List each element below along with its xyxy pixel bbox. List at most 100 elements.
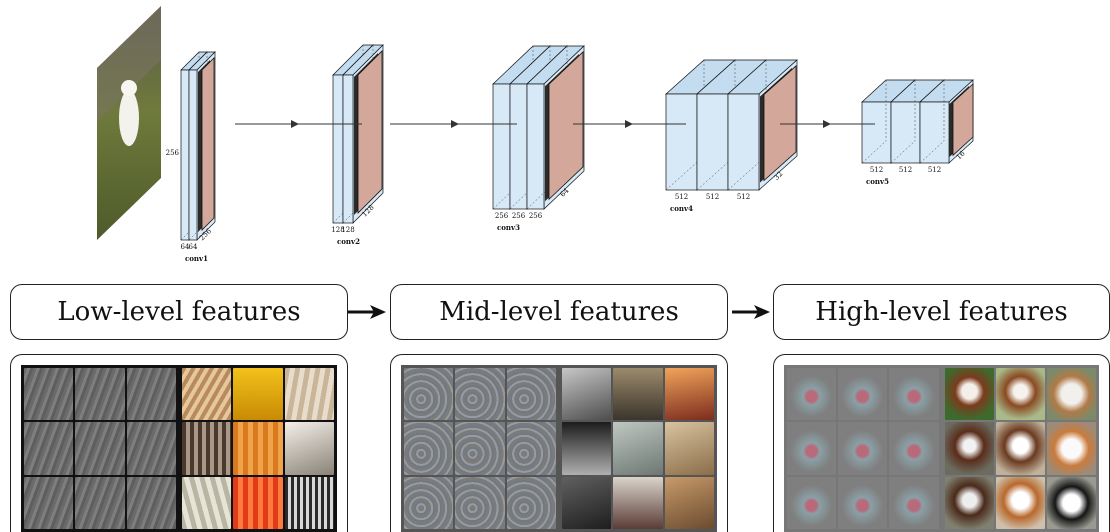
visualization-tile [126,476,176,529]
visualization-tile [284,476,334,529]
conv1-depth-label: 64 [189,243,198,251]
conv4-name: conv4 [670,204,693,213]
mid-level-patch-grid [559,365,717,532]
conv2-depth-label: 128 [341,226,354,234]
input-image [97,6,161,240]
layer-conv2 [332,44,384,224]
stage-mid-level: Mid-level features [390,284,728,340]
visualization-tile [455,422,505,475]
visualization-tile [944,368,994,421]
visualization-tile [182,476,232,529]
layer-conv1 [180,51,216,241]
visualization-tile [889,422,939,475]
visualization-tile [24,368,74,421]
conv3-depth-label: 256 [529,212,543,220]
visualization-tile [889,368,939,421]
visualization-tile [664,368,714,421]
visualization-tile [613,368,663,421]
visualization-tile [24,476,74,529]
conv2-depth-label: 128 [331,226,344,234]
visualization-tile [284,422,334,475]
conv2-feature-map [357,50,383,214]
visualization-tile [664,422,714,475]
visualization-tile [787,368,837,421]
visualization-tile [75,368,125,421]
conv4-depth-label: 512 [737,193,750,201]
visualization-tile [404,368,454,421]
visualization-tile [182,422,232,475]
conv2-name: conv2 [337,237,360,246]
visualization-tile [506,422,556,475]
conv3-depth-label: 256 [495,212,509,220]
visualization-tile [75,422,125,475]
stage-high-level: High-level features [773,284,1110,340]
visualization-tile [284,368,334,421]
stage-mid-level-label: Mid-level features [439,297,679,327]
conv1-depth-label: 64 [181,243,190,251]
conv3-name: conv3 [497,223,520,232]
conv5-depth-label: 512 [899,166,912,174]
conv1-height-label: 256 [166,149,180,157]
visualization-tile [944,476,994,529]
visualization-tile [613,422,663,475]
visualization-tile [889,476,939,529]
conv5-feature-map [952,83,974,157]
layer-conv5 [861,79,974,164]
conv1-feature-map [201,57,215,231]
conv5-name: conv5 [866,177,889,186]
arrow-mid-to-high [732,305,770,319]
visualization-tile [404,476,454,529]
visualization-tile [562,368,612,421]
visualization-tile [787,476,837,529]
visualization-tile [24,422,74,475]
visualization-tile [75,476,125,529]
low-level-patch-grid [179,365,337,532]
visualization-tile [126,422,176,475]
visualization-tile [838,368,888,421]
visualization-tile [1046,422,1096,475]
conv4-depth-label: 512 [675,193,688,201]
conv4-feature-map [763,65,797,182]
visualization-tile [838,422,888,475]
visualization-tile [455,368,505,421]
arrow-low-to-mid [348,305,386,319]
high-level-filter-grid [784,365,942,532]
visualization-tile [562,476,612,529]
low-level-visualization-panel [10,354,348,532]
visualization-tile [233,422,283,475]
layer-conv4 [665,59,798,191]
visualization-tile [995,368,1045,421]
visualization-tile [233,476,283,529]
visualization-tile [1046,476,1096,529]
low-level-filter-grid [21,365,179,532]
conv4-depth-label: 512 [706,193,719,201]
visualization-tile [506,368,556,421]
stage-high-level-label: High-level features [815,297,1068,327]
visualization-tile [838,476,888,529]
mid-level-visualization-panel [390,354,728,532]
visualization-tile [126,368,176,421]
conv1-name: conv1 [185,254,208,263]
visualization-tile [562,422,612,475]
visualization-tile [944,422,994,475]
visualization-tile [233,368,283,421]
layer-conv3 [492,45,585,210]
high-level-visualization-panel [773,354,1110,532]
visualization-tile [664,476,714,529]
conv4-width-label: 32 [773,170,785,182]
conv5-depth-label: 512 [870,166,883,174]
conv5-depth-label: 512 [928,166,941,174]
conv3-feature-map [548,51,584,201]
high-level-patch-grid [942,365,1100,532]
stage-low-level-label: Low-level features [57,297,301,327]
visualization-tile [787,422,837,475]
visualization-tile [1046,368,1096,421]
visualization-tile [613,476,663,529]
stage-low-level: Low-level features [10,284,348,340]
conv3-depth-label: 256 [512,212,526,220]
mid-level-filter-grid [401,365,559,532]
visualization-tile [995,476,1045,529]
visualization-tile [455,476,505,529]
visualization-tile [995,422,1045,475]
